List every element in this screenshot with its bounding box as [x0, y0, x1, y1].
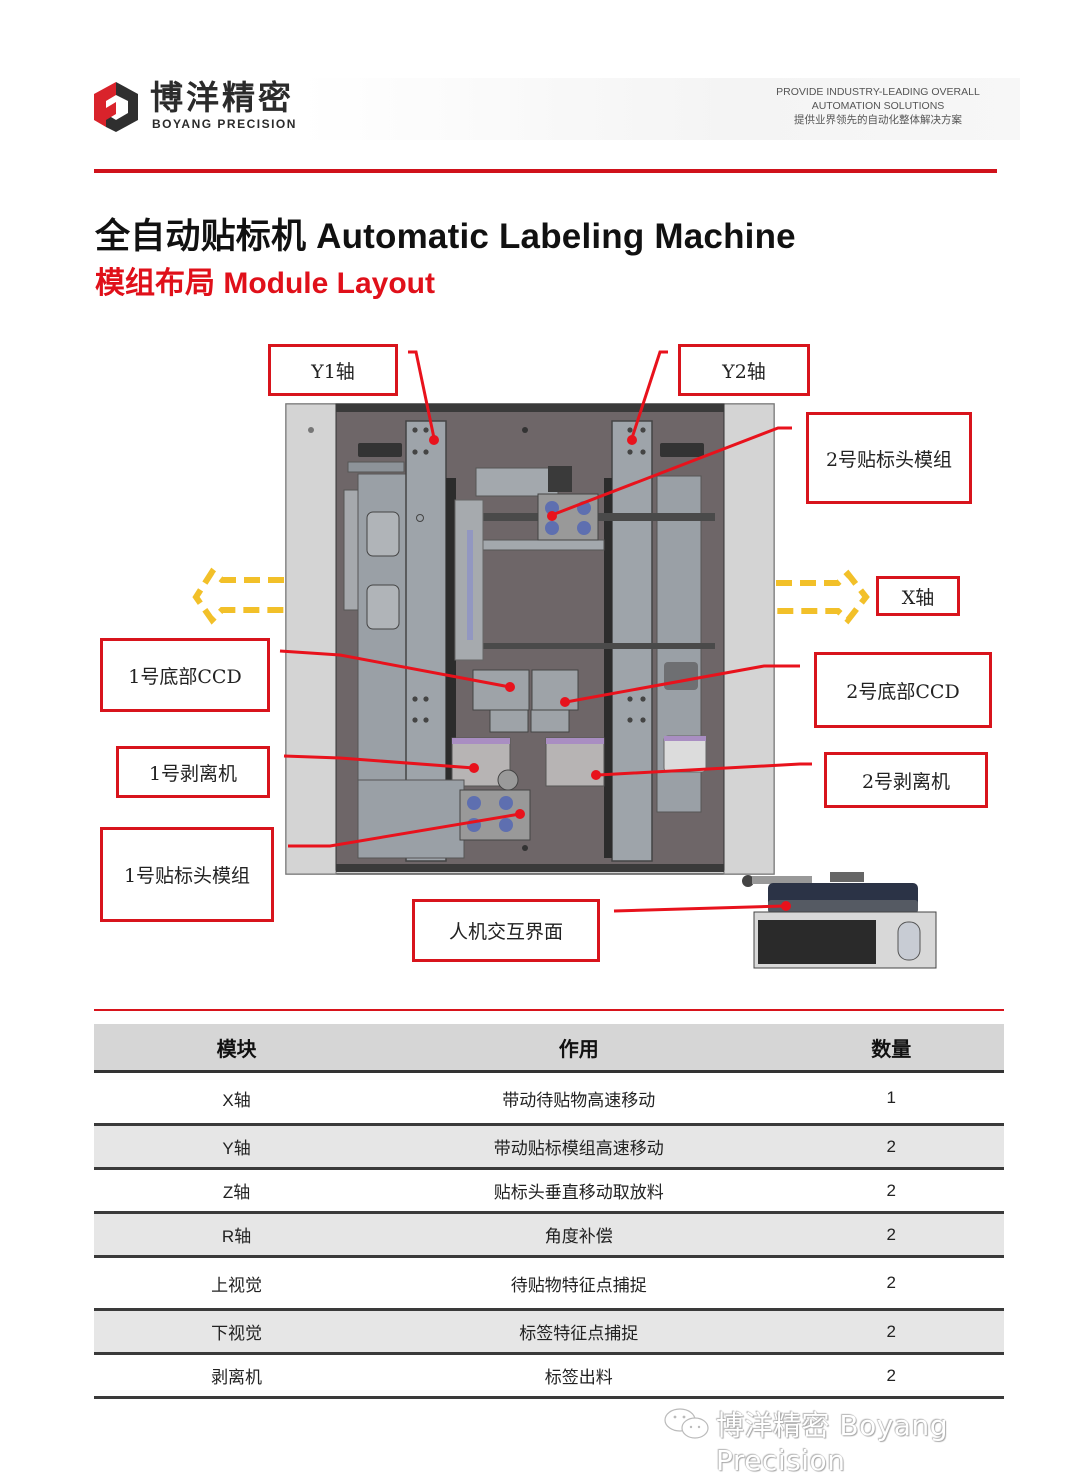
column-header-function: 作用	[379, 1024, 779, 1073]
page-subtitle: 模组布局 Module Layout	[95, 267, 435, 300]
brand-name-en: BOYANG PRECISION	[152, 117, 297, 131]
watermark-text: 博洋精密 Boyang Precision	[716, 1409, 948, 1477]
logo-cube-icon	[94, 82, 138, 132]
cell-function: 带动待贴物高速移动	[379, 1071, 779, 1126]
leader-dot-hmi	[781, 901, 791, 911]
cell-quantity: 2	[778, 1124, 1004, 1170]
hmi-console-drawing	[742, 872, 937, 969]
label-peeler-1: 1号剥离机	[116, 746, 270, 798]
label-hmi: 人机交互界面	[412, 899, 600, 962]
cell-quantity: 2	[778, 1353, 1004, 1399]
column-header-quantity: 数量	[778, 1024, 1004, 1073]
slogan-en-line1: PROVIDE INDUSTRY-LEADING OVERALL	[776, 86, 980, 98]
leader-dot-ccd1	[505, 682, 515, 692]
cell-module: Z轴	[94, 1168, 380, 1214]
leader-dot-y2	[627, 435, 637, 445]
leader-dot-peeler1	[469, 763, 479, 773]
leader-dot-head2	[547, 511, 557, 521]
label-y2-axis: Y2轴	[678, 344, 810, 396]
brand-name-cn: 博洋精密	[150, 78, 294, 117]
cell-module: Y轴	[94, 1124, 380, 1170]
cell-function: 标签特征点捕捉	[379, 1309, 779, 1355]
machine-drawing	[285, 403, 775, 875]
label-bottom-ccd-1: 1号底部CCD	[100, 638, 270, 712]
slogan: PROVIDE INDUSTRY-LEADING OVERALL AUTOMAT…	[758, 85, 998, 127]
cell-function: 标签出料	[379, 1353, 779, 1399]
cell-quantity: 2	[778, 1309, 1004, 1355]
wechat-icon	[664, 1408, 709, 1439]
module-table: 模块 作用 数量 X轴 带动待贴物高速移动 1 Y轴 带动贴标模组高速移动 2 …	[94, 1024, 1004, 1399]
label-y1-axis: Y1轴	[268, 344, 398, 396]
label-head-module-1: 1号贴标头模组	[100, 827, 274, 922]
cell-quantity: 2	[778, 1168, 1004, 1214]
cell-function: 待贴物特征点捕捉	[379, 1256, 779, 1311]
cell-function: 角度补偿	[379, 1212, 779, 1258]
table-row: 下视觉 标签特征点捕捉 2	[94, 1309, 1004, 1355]
module-layout-diagram	[192, 350, 937, 969]
header-band	[300, 78, 1020, 140]
cell-quantity: 2	[778, 1212, 1004, 1258]
label-peeler-2: 2号剥离机	[824, 752, 988, 808]
leader-dot-head1	[515, 809, 525, 819]
cell-module: R轴	[94, 1212, 380, 1258]
cell-function: 带动贴标模组高速移动	[379, 1124, 779, 1170]
leader-dot-ccd2	[560, 697, 570, 707]
cell-module: 剥离机	[94, 1353, 380, 1399]
cell-module: 上视觉	[94, 1256, 380, 1311]
label-x-axis: X轴	[876, 576, 960, 616]
cell-function: 贴标头垂直移动取放料	[379, 1168, 779, 1214]
leader-dots	[429, 435, 791, 911]
leader-dot-peeler2	[591, 770, 601, 780]
slogan-en-line2: AUTOMATION SOLUTIONS	[811, 100, 945, 112]
cell-module: 下视觉	[94, 1309, 380, 1355]
cell-quantity: 1	[778, 1071, 1004, 1126]
cell-module: X轴	[94, 1071, 380, 1126]
column-header-module: 模块	[94, 1024, 380, 1073]
leader-lines	[279, 350, 812, 913]
x-axis-arrow-left	[192, 567, 284, 625]
header-divider	[94, 169, 997, 173]
table-row: 上视觉 待贴物特征点捕捉 2	[94, 1256, 1004, 1311]
section-divider	[94, 1009, 1004, 1011]
label-bottom-ccd-2: 2号底部CCD	[814, 652, 992, 728]
table-row: 剥离机 标签出料 2	[94, 1353, 1004, 1399]
table-row: Z轴 贴标头垂直移动取放料 2	[94, 1168, 1004, 1214]
label-head-module-2: 2号贴标头模组	[806, 412, 972, 504]
table-row: R轴 角度补偿 2	[94, 1212, 1004, 1258]
cell-quantity: 2	[778, 1256, 1004, 1311]
table-header-row: 模块 作用 数量	[94, 1024, 1004, 1073]
x-axis-arrow-right	[776, 569, 870, 625]
page-title: 全自动贴标机 Automatic Labeling Machine	[95, 217, 796, 256]
leader-dot-y1	[429, 435, 439, 445]
table-row: Y轴 带动贴标模组高速移动 2	[94, 1124, 1004, 1170]
table-row: X轴 带动待贴物高速移动 1	[94, 1071, 1004, 1126]
slogan-cn: 提供业界领先的自动化整体解决方案	[794, 114, 962, 126]
